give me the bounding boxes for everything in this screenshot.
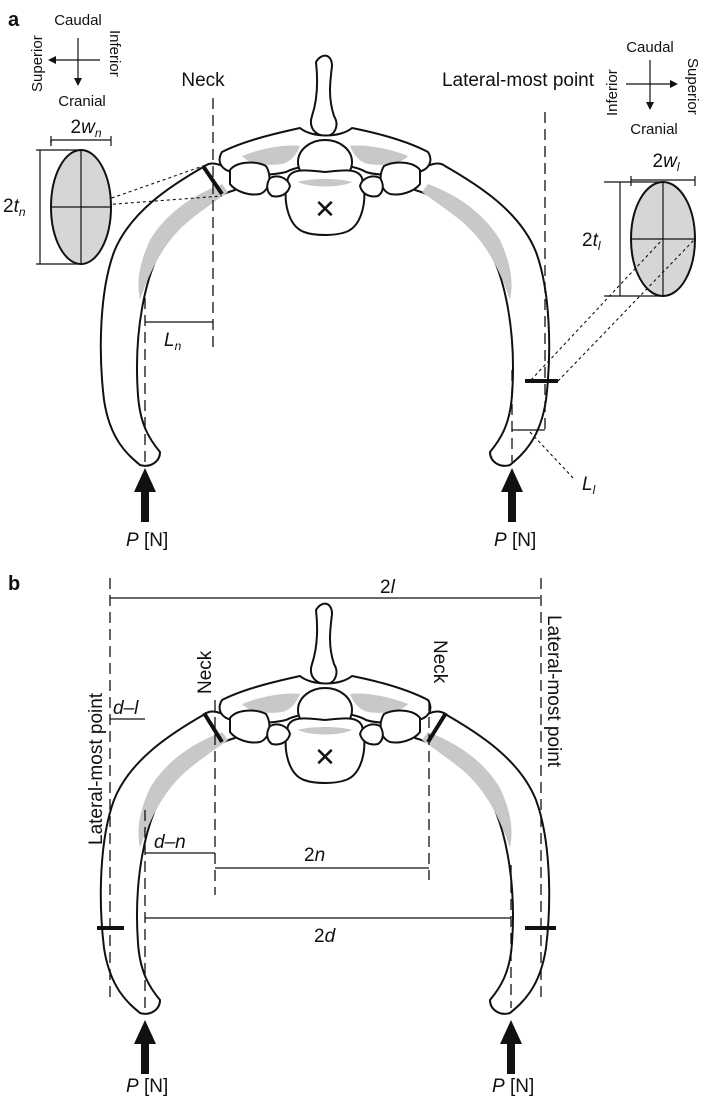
compass-right-left: Inferior bbox=[604, 69, 621, 116]
lateral-label-right-b: Lateral-most point bbox=[543, 615, 564, 768]
compass-left-top: Caudal bbox=[54, 12, 102, 29]
centroid-marker-a: ✕ bbox=[314, 194, 336, 224]
compass-right-top: Caudal bbox=[626, 39, 674, 56]
compass-left-left: Superior bbox=[29, 35, 46, 92]
span-2n-label: 2n bbox=[304, 845, 325, 866]
compass-left-bottom: Cranial bbox=[58, 93, 106, 110]
lateral-width-label: 2wl bbox=[653, 151, 680, 174]
neck-label-right-b: Neck bbox=[429, 640, 450, 684]
rib-cage-a: ✕ bbox=[99, 54, 551, 467]
Ll-label: Ll bbox=[582, 474, 596, 497]
compass-left: Caudal Cranial Superior Inferior bbox=[29, 12, 123, 110]
load-arrow-right-a bbox=[501, 468, 523, 522]
load-label-right-b: P [N] bbox=[492, 1076, 534, 1097]
load-label-right-a: P [N] bbox=[494, 530, 536, 551]
lateral-label-a: Lateral-most point bbox=[442, 70, 595, 91]
compass-left-right: Inferior bbox=[106, 30, 123, 77]
neck-thickness-label: 2tn bbox=[3, 196, 26, 219]
neck-section-cut bbox=[201, 164, 224, 196]
compass-right: Caudal Cranial Inferior Superior bbox=[604, 39, 701, 138]
load-label-left-a: P [N] bbox=[126, 530, 168, 551]
compass-right-right: Superior bbox=[684, 58, 701, 115]
rib-cage-b: ✕ bbox=[99, 602, 551, 1015]
load-arrow-left-b bbox=[134, 1020, 156, 1074]
svg-text:✕: ✕ bbox=[314, 742, 336, 772]
neck-label-a: Neck bbox=[181, 70, 225, 91]
load-label-left-b: P [N] bbox=[126, 1076, 168, 1097]
d-minus-n-label: d–n bbox=[154, 832, 186, 853]
panel-b-letter: b bbox=[8, 573, 20, 595]
lateral-cross-section: 2wl 2tl bbox=[582, 151, 696, 297]
lateral-thickness-label: 2tl bbox=[582, 230, 601, 253]
span-2d-label: 2d bbox=[314, 926, 337, 947]
neck-width-label: 2wn bbox=[71, 117, 102, 140]
load-arrow-left-a bbox=[134, 468, 156, 522]
span-2l-label: 2l bbox=[380, 577, 396, 598]
panel-a-letter: a bbox=[8, 9, 20, 31]
neck-label-left-b: Neck bbox=[195, 650, 216, 694]
Ln-label: Ln bbox=[164, 330, 182, 353]
lateral-label-left-b: Lateral-most point bbox=[86, 692, 107, 845]
neck-cross-section: 2wn 2tn bbox=[3, 117, 112, 265]
load-arrow-right-b bbox=[500, 1020, 522, 1074]
compass-right-bottom: Cranial bbox=[630, 121, 678, 138]
d-minus-l-label: d–l bbox=[113, 698, 139, 719]
